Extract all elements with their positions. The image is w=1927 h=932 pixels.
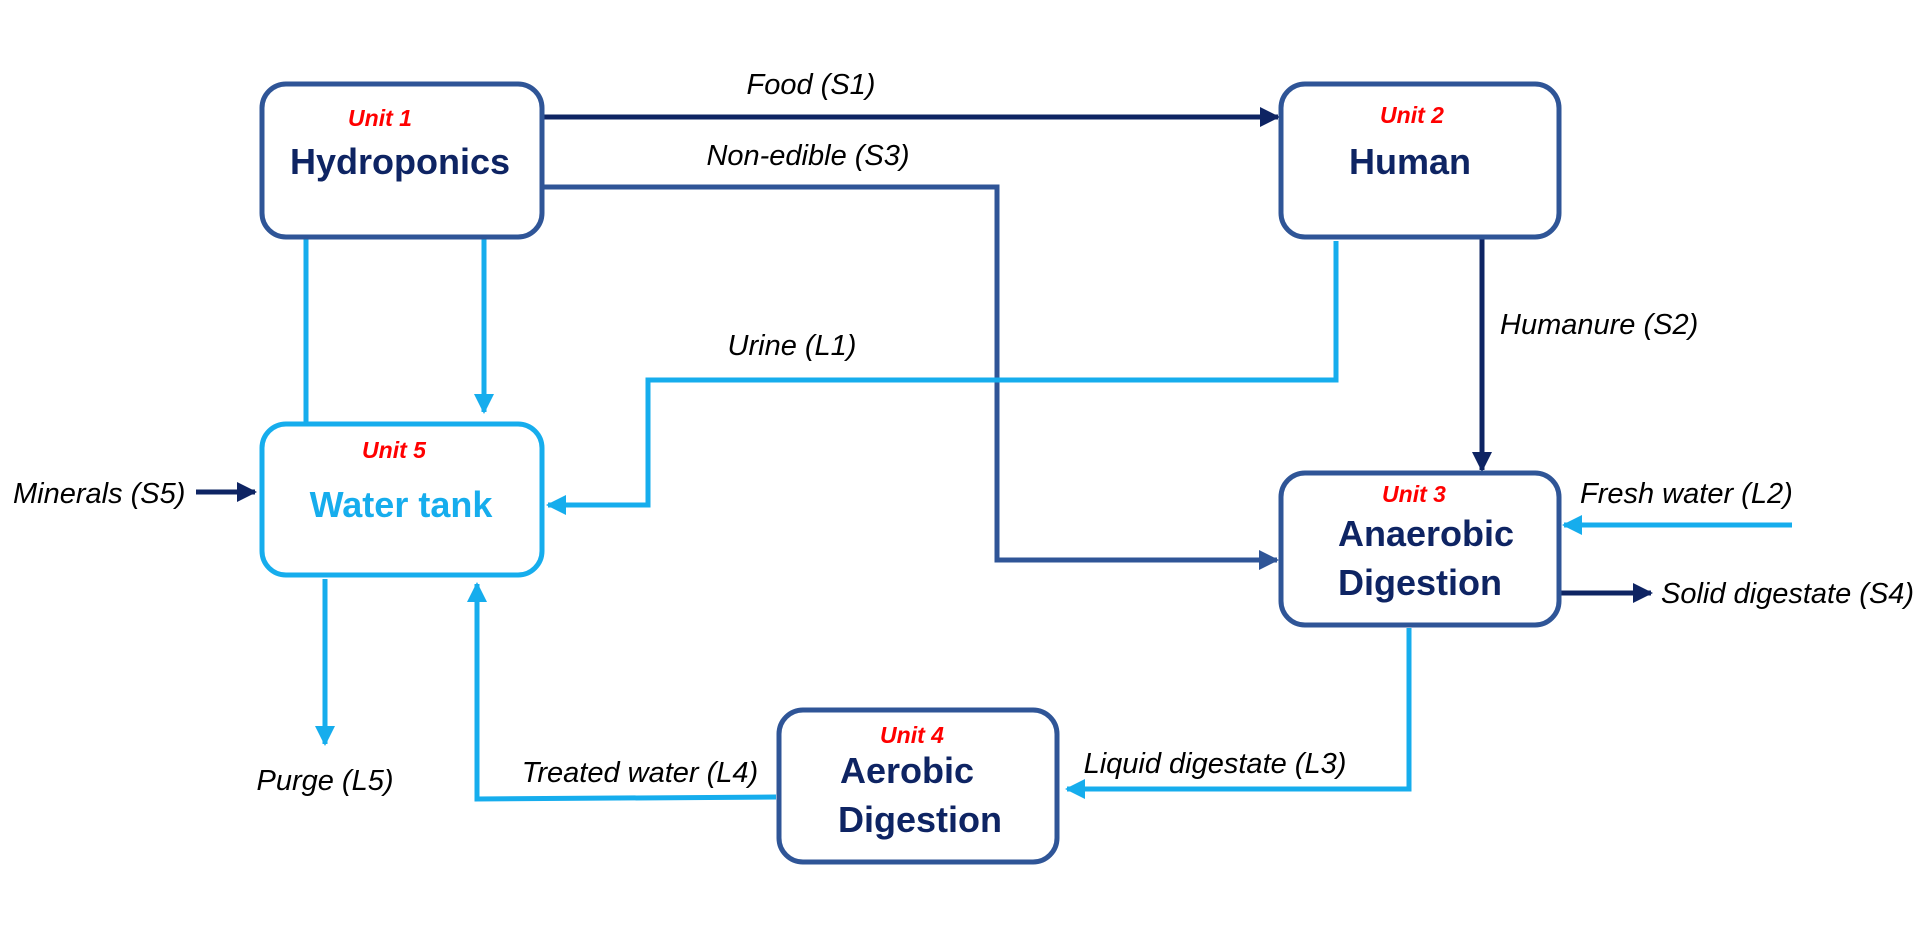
unit-4-name-line-2: Digestion — [838, 799, 1002, 840]
unit-4-name-line-1: Aerobic — [840, 750, 974, 791]
unit-4-tag: Unit 4 — [880, 722, 944, 748]
food-label: Food (S1) — [747, 69, 876, 101]
minerals-label: Minerals (S5) — [13, 478, 185, 510]
unit-1-hydroponics-box: Unit 1 Hydroponics — [259, 81, 545, 240]
unit-3-name-line-1: Anaerobic — [1338, 513, 1514, 554]
unit-5-name: Water tank — [310, 484, 494, 525]
treated-water-flow-arrow — [467, 582, 777, 802]
unit-4-aerobic-digestion-box: Unit 4 Aerobic Digestion — [776, 707, 1060, 865]
liquid-digestate-flow-arrow — [1065, 628, 1412, 799]
unit-3-tag: Unit 3 — [1382, 481, 1446, 507]
treated-water-label: Treated water (L4) — [522, 757, 758, 789]
non-edible-label: Non-edible (S3) — [706, 140, 909, 172]
unit-5-tag: Unit 5 — [362, 437, 427, 463]
liquid-digestate-label: Liquid digestate (L3) — [1084, 748, 1347, 780]
water-supply-line — [303, 204, 484, 424]
unit-2-tag: Unit 2 — [1380, 102, 1444, 128]
unit-1-tag: Unit 1 — [348, 105, 412, 131]
unit-2-name: Human — [1349, 141, 1471, 182]
urine-flow-arrow — [546, 241, 1339, 515]
unit-3-name-line-2: Digestion — [1338, 562, 1502, 603]
humanure-label: Humanure (S2) — [1500, 309, 1698, 341]
urine-label: Urine (L1) — [728, 330, 857, 362]
purge-label: Purge (L5) — [256, 765, 393, 797]
unit-3-anaerobic-digestion-box: Unit 3 Anaerobic Digestion — [1278, 470, 1562, 628]
non-edible-flow-arrow — [542, 184, 1279, 570]
unit-1-name: Hydroponics — [290, 141, 510, 182]
unit-5-water-tank-box: Unit 5 Water tank — [259, 421, 545, 578]
fresh-water-label: Fresh water (L2) — [1580, 478, 1793, 510]
solid-digestate-label: Solid digestate (S4) — [1661, 578, 1914, 610]
unit-2-human-box: Unit 2 Human — [1278, 81, 1562, 240]
